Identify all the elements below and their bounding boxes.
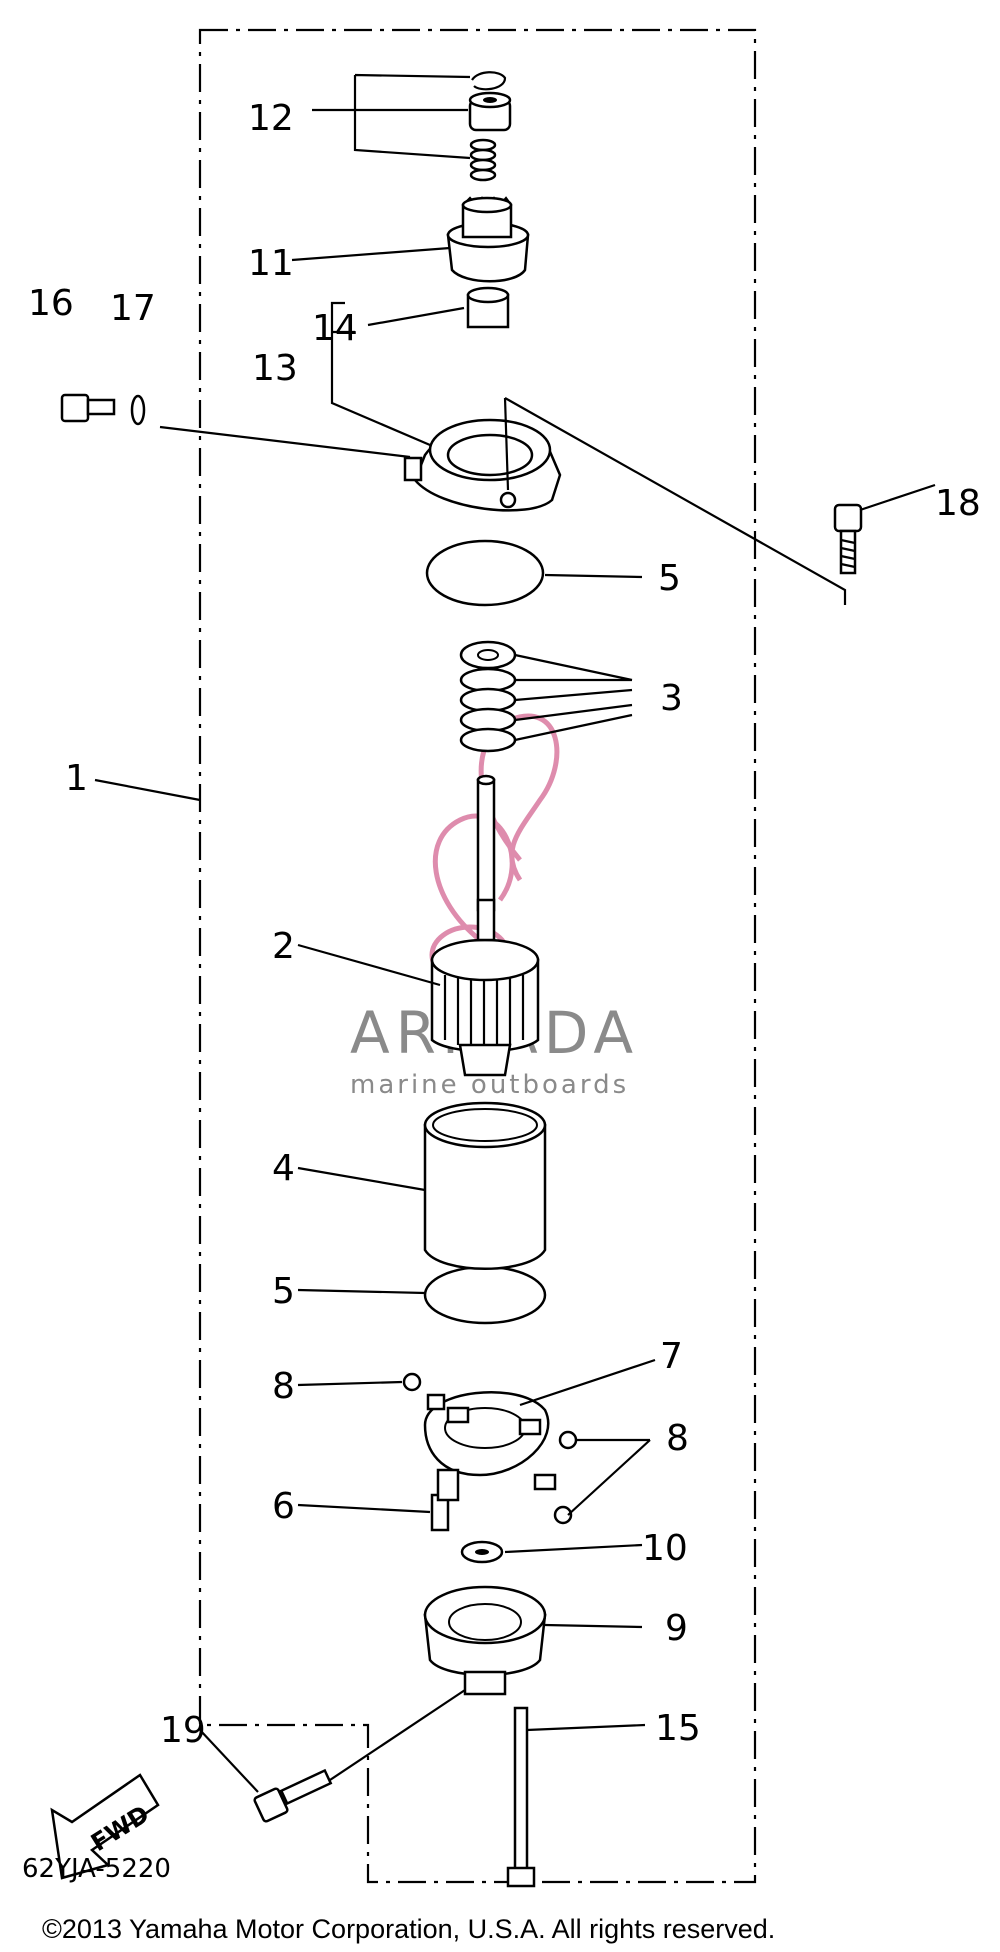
part-14-bushing [466, 286, 510, 329]
callout-17: 17 [110, 288, 156, 329]
part-9-rear-cover [423, 1585, 547, 1696]
part-8-nut-3 [553, 1505, 573, 1525]
part-10-washer [460, 1540, 504, 1564]
part-3-washers [459, 640, 517, 753]
copyright-notice: ©2013 Yamaha Motor Corporation, U.S.A. A… [42, 1914, 775, 1944]
part-5-o-ring-upper [425, 539, 545, 607]
callout-9: 9 [665, 1608, 688, 1649]
part-11-pinion [446, 196, 530, 283]
callout-18: 18 [935, 483, 981, 524]
callout-labels: 12 11 14 13 16 17 18 5 3 1 2 4 5 7 8 8 6… [28, 98, 981, 1751]
callout-12: 12 [248, 98, 294, 139]
part-18-bolt [833, 503, 863, 575]
callout-3: 3 [660, 678, 683, 719]
callout-13: 13 [252, 348, 298, 389]
callout-1: 1 [65, 758, 88, 799]
callout-6: 6 [272, 1486, 295, 1527]
part-8-nut-1 [402, 1372, 422, 1392]
callout-14: 14 [312, 308, 358, 349]
callout-15: 15 [655, 1708, 701, 1749]
part-7-brush-holder [423, 1391, 557, 1491]
callout-5-lower: 5 [272, 1271, 295, 1312]
callout-4: 4 [272, 1148, 295, 1189]
assembly-boundary [198, 28, 757, 1884]
part-12-clip-collar-spring [468, 71, 512, 182]
callout-5-upper: 5 [658, 558, 681, 599]
part-16-bolt [60, 393, 116, 423]
leader-lines [94, 73, 936, 1793]
diagram-code: 62YJA-5220 [22, 1854, 171, 1884]
callout-10: 10 [642, 1528, 688, 1569]
part-2-armature [430, 774, 540, 1077]
part-4-yoke [423, 1101, 547, 1270]
callout-8-right: 8 [666, 1418, 689, 1459]
callout-19: 19 [160, 1710, 206, 1751]
callout-2: 2 [272, 926, 295, 967]
callout-11: 11 [248, 243, 294, 284]
callout-16: 16 [28, 283, 74, 324]
part-19-bolt [253, 1768, 333, 1823]
callout-7: 7 [660, 1336, 683, 1377]
part-6-terminal [430, 1468, 460, 1532]
part-8-nut-2 [558, 1430, 578, 1450]
part-15-through-bolt [506, 1706, 536, 1888]
part-17-washer [130, 394, 146, 426]
part-5-o-ring-lower [423, 1265, 547, 1325]
part-13-front-bracket [403, 418, 562, 512]
callout-8-left: 8 [272, 1366, 295, 1407]
